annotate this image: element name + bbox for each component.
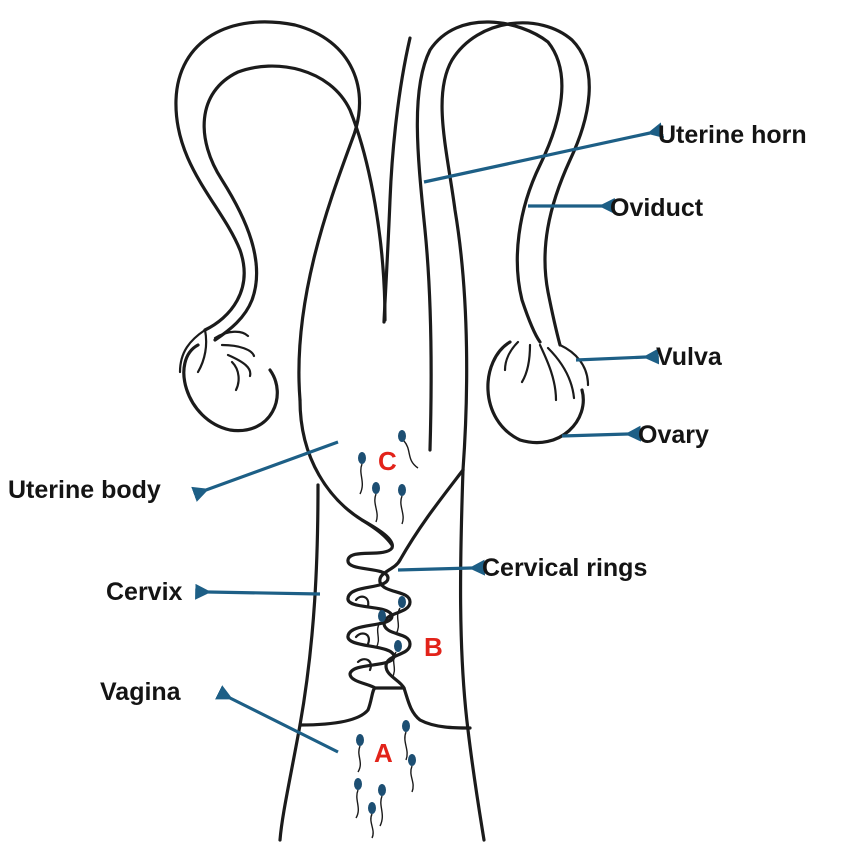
label-ovary: Ovary (638, 421, 709, 449)
sperm (408, 754, 416, 793)
arrow-cervical-rings (397, 559, 486, 576)
label-vagina: Vagina (100, 678, 182, 706)
sperm (356, 734, 364, 773)
sperm (378, 784, 386, 827)
label-vulva: Vulva (656, 343, 723, 371)
arrow-uterine-body (191, 440, 339, 502)
sperm-cells (354, 430, 419, 839)
right-horn-inner (415, 20, 564, 452)
arrow-vagina (214, 685, 339, 754)
label-oviduct: Oviduct (610, 194, 704, 222)
arrow-vulva (575, 348, 660, 365)
right-ovary (486, 340, 585, 445)
left-ovary (182, 343, 279, 433)
uterine-body-right (398, 468, 465, 562)
sperm (368, 802, 376, 839)
zone-letters: C B A (374, 446, 443, 768)
callout-arrows (191, 122, 665, 754)
cervix-right-wall (458, 468, 486, 842)
vaginal-junction (298, 686, 472, 730)
right-horn-outer (440, 21, 591, 472)
labels: Uterine horn Oviduct Vulva Ovary Uterine… (8, 121, 807, 706)
left-horn-outer (174, 20, 362, 402)
sperm (358, 452, 366, 495)
arrow-ovary (561, 425, 642, 442)
label-uterine-body: Uterine body (8, 476, 161, 504)
tract-outline (174, 20, 591, 842)
sperm (395, 596, 406, 635)
label-cervical-rings: Cervical rings (482, 554, 647, 582)
sperm (372, 482, 380, 523)
cervical-rings (346, 518, 396, 690)
sperm (391, 640, 402, 679)
sperm (354, 778, 362, 819)
zone-c: C (378, 446, 397, 476)
label-uterine-horn: Uterine horn (658, 121, 807, 149)
left-fimbriae (178, 328, 256, 392)
right-fimbriae (503, 340, 590, 402)
arrow-uterine-horn (423, 122, 665, 184)
left-horn-inner (202, 64, 387, 342)
label-cervix: Cervix (106, 578, 183, 606)
horn-divide (382, 36, 412, 324)
zone-a: A (374, 738, 393, 768)
sperm (398, 484, 406, 525)
cervical-inner-loops (354, 595, 372, 672)
arrow-cervix (195, 583, 321, 600)
sperm (398, 430, 419, 469)
sperm (402, 720, 410, 761)
cervix-left-wall (278, 483, 320, 842)
zone-b: B (424, 632, 443, 662)
cervical-rings-right (378, 558, 412, 690)
sperm (375, 610, 386, 649)
